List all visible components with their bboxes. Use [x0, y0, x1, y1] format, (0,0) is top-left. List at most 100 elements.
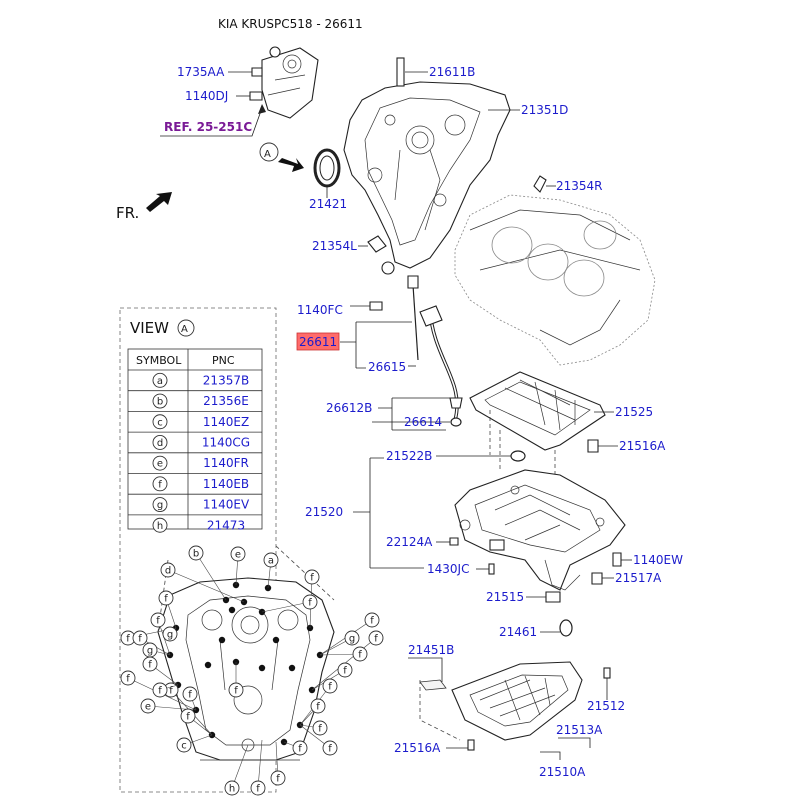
label-1140fc[interactable]: 1140FC — [297, 303, 343, 317]
table-pnc[interactable]: 1140CG — [202, 435, 250, 449]
label-21522b[interactable]: 21522B — [386, 449, 432, 463]
symbol-circle — [152, 414, 168, 430]
highlight-box-26611[interactable] — [296, 332, 340, 351]
gasket-21354r — [533, 175, 556, 193]
baffle-plate-21525 — [469, 371, 606, 495]
label-21520[interactable]: 21520 — [305, 505, 343, 519]
callout-f: f — [164, 594, 168, 605]
view-heading: VIEW — [130, 319, 169, 337]
table-symbol: g — [157, 500, 163, 511]
callout-circle — [120, 670, 136, 686]
callout-f: f — [186, 712, 190, 723]
callout-circle — [158, 590, 174, 606]
label-21451b[interactable]: 21451B — [408, 643, 454, 657]
label-26614[interactable]: 26614 — [404, 415, 442, 429]
bolt-1140ew — [612, 552, 632, 567]
symbol-circle — [152, 476, 168, 492]
table-header-pnc: PNC — [212, 354, 235, 367]
callout-circle — [368, 630, 384, 646]
table-pnc[interactable]: 1140EV — [203, 498, 250, 512]
callout-e: e — [235, 550, 241, 561]
oil-seal-21421 — [313, 148, 341, 198]
stud-21611b — [396, 57, 428, 87]
label-21517a[interactable]: 21517A — [615, 571, 662, 585]
table-pnc[interactable]: 1140EZ — [203, 415, 249, 429]
label-26611[interactable]: 26611 — [299, 335, 337, 349]
table-pnc[interactable]: 21473 — [207, 518, 245, 532]
callout-f: f — [374, 634, 378, 645]
label-1140dj[interactable]: 1140DJ — [185, 89, 228, 103]
engine-block — [454, 194, 656, 366]
label-21354l[interactable]: 21354L — [312, 239, 357, 253]
gasket-21451b — [408, 657, 447, 691]
label-21510a[interactable]: 21510A — [539, 765, 586, 779]
callout-circle — [150, 612, 166, 628]
callout-circle — [250, 780, 266, 796]
table-pnc[interactable]: 1140EB — [203, 477, 249, 491]
callout-f: f — [256, 784, 260, 795]
bolt-dot — [258, 664, 266, 672]
callout-g: g — [147, 646, 153, 657]
callout-leader — [257, 739, 263, 789]
callout-circle — [344, 630, 360, 646]
oring-26614 — [450, 417, 462, 427]
callout-circle — [352, 646, 368, 662]
pin-1430jc — [476, 563, 495, 575]
callout-circle — [230, 546, 246, 562]
upper-oil-pan-21520 — [454, 469, 626, 591]
callout-circle — [228, 682, 244, 698]
symbol-circle — [152, 497, 168, 512]
callout-circle — [304, 569, 320, 585]
thermostat-housing — [261, 46, 319, 119]
symbol-circle — [152, 455, 168, 471]
label-1140ew[interactable]: 1140EW — [633, 553, 683, 567]
label-21515[interactable]: 21515 — [486, 590, 524, 604]
callout-f: f — [234, 686, 238, 697]
plug-21461 — [540, 619, 573, 637]
table-symbol: e — [157, 459, 163, 470]
label-21421[interactable]: 21421 — [309, 197, 347, 211]
bolt-21515 — [526, 591, 561, 603]
label-26615[interactable]: 26615 — [368, 360, 406, 374]
label-21354r[interactable]: 21354R — [556, 179, 603, 193]
callout-f: f — [310, 573, 314, 584]
view-arrow-icon — [278, 158, 304, 172]
label-21461[interactable]: 21461 — [499, 625, 537, 639]
callout-f: f — [343, 666, 347, 677]
callout-g: g — [167, 630, 173, 641]
callout-f: f — [308, 598, 312, 609]
callout-f: f — [298, 744, 302, 755]
table-symbol: h — [157, 521, 163, 532]
label-1735aa[interactable]: 1735AA — [177, 65, 225, 79]
label-22124a[interactable]: 22124A — [386, 535, 433, 549]
label-1430jc[interactable]: 1430JC — [427, 562, 469, 576]
label-21516a-bottom[interactable]: 21516A — [394, 741, 441, 755]
callout-g: g — [349, 634, 355, 645]
table-pnc[interactable]: 21357B — [203, 373, 249, 387]
callout-f: f — [126, 674, 130, 685]
label-21516a-top[interactable]: 21516A — [619, 439, 666, 453]
table-pnc[interactable]: 1140FR — [203, 456, 249, 470]
ref-label[interactable]: REF. 25-251C — [164, 120, 252, 134]
label-21525[interactable]: 21525 — [615, 405, 653, 419]
symbol-circle — [152, 393, 168, 409]
callout-f: f — [188, 690, 192, 701]
callout-circle — [224, 780, 240, 796]
callout-circle — [302, 594, 318, 610]
label-21351d[interactable]: 21351D — [521, 103, 568, 117]
bolt-1735aa — [228, 67, 263, 77]
callout-f: f — [328, 744, 332, 755]
table-symbol: c — [157, 417, 163, 428]
table-symbol: a — [157, 376, 163, 387]
table-pnc[interactable]: 21356E — [203, 394, 249, 408]
bolt-dot — [272, 636, 280, 644]
bolt-dot — [228, 606, 236, 614]
label-26612b[interactable]: 26612B — [326, 401, 372, 415]
label-21611b[interactable]: 21611B — [429, 65, 475, 79]
bolt-dot — [288, 664, 296, 672]
label-21513a[interactable]: 21513A — [556, 723, 603, 737]
label-21512[interactable]: 21512 — [587, 699, 625, 713]
callout-circle — [188, 545, 204, 561]
